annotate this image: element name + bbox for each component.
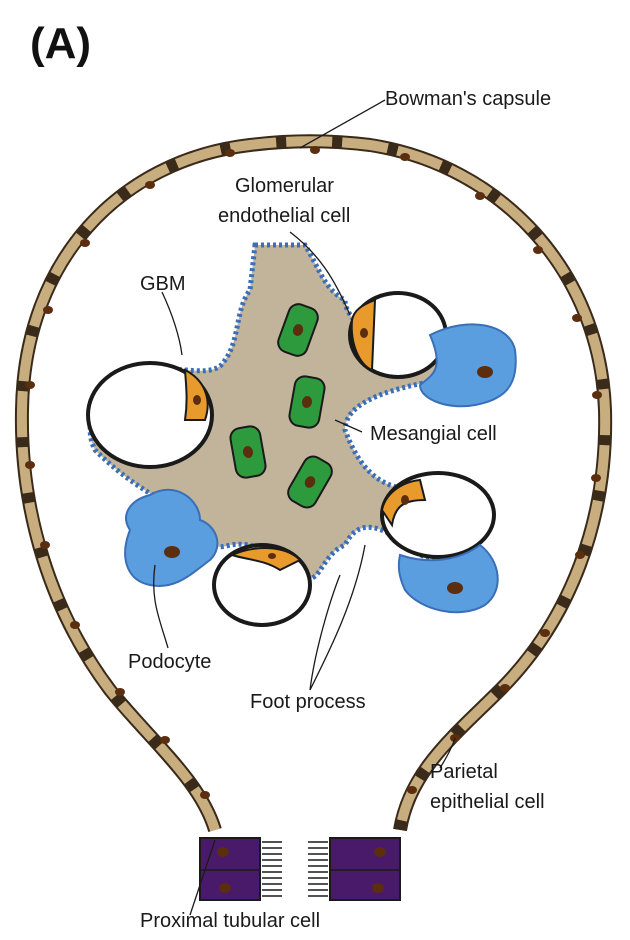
label-foot-process: Foot process bbox=[250, 691, 366, 713]
label-mesangial-cell: Mesangial cell bbox=[370, 423, 497, 445]
label-gbm: GBM bbox=[140, 273, 186, 295]
panel-label: (A) bbox=[30, 19, 91, 68]
label-bowmans-capsule: Bowman's capsule bbox=[385, 88, 551, 110]
label-endothelial-line1: Glomerular bbox=[235, 175, 334, 197]
label-podocyte: Podocyte bbox=[128, 651, 211, 673]
label-proximal-tubular-cell: Proximal tubular cell bbox=[140, 910, 320, 932]
proximal-tubular-cells bbox=[200, 838, 400, 900]
label-endothelial-line2: endothelial cell bbox=[218, 205, 350, 227]
label-parietal-line2: epithelial cell bbox=[430, 791, 545, 813]
label-parietal-line1: Parietal bbox=[430, 761, 498, 783]
